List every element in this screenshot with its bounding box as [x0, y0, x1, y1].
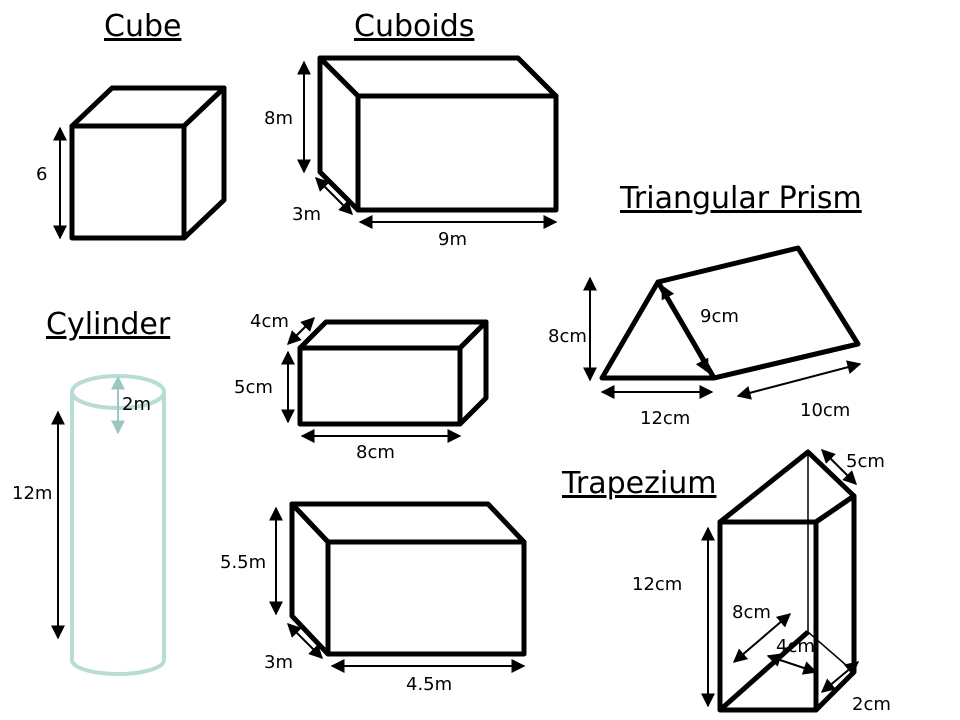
cube-front-face: [69, 123, 187, 241]
cylinder-height-label: 12m: [12, 483, 52, 504]
cuboid-medium-shape: [269, 501, 527, 673]
cuboid-medium-depth-label: 3m: [264, 652, 293, 673]
cuboid-large-front-face: [355, 93, 559, 213]
cuboid-large-depth-label: 3m: [292, 204, 321, 225]
trapezium-bottom-arrow: [820, 661, 860, 693]
cuboid-small-depth-label: 4cm: [250, 311, 289, 332]
trapezium-bottom-label: 2cm: [852, 694, 891, 715]
prism-slant-arrow: [661, 284, 709, 374]
cuboid-medium-top-face: [289, 501, 527, 545]
cube-title: Cube: [104, 9, 181, 44]
trapezium-side-face: [813, 493, 857, 713]
prism-slant-label: 9cm: [700, 306, 739, 327]
cuboid-medium-width-label: 4.5m: [406, 674, 452, 695]
trapezium-bottom-slant: [718, 630, 810, 712]
trapezium-prism-shape: [701, 449, 860, 713]
trapezium-height-label: 12cm: [632, 574, 682, 595]
cylinder-title: Cylinder: [46, 307, 171, 342]
cuboid-medium-height-label: 5.5m: [220, 552, 266, 573]
cuboid-medium-depth-arrow: [287, 623, 323, 659]
cuboid-small-height-label: 5cm: [234, 377, 273, 398]
cuboid-small-shape: [281, 317, 489, 443]
cuboid-large-height-label: 8m: [264, 108, 293, 129]
cuboid-medium-front-face: [325, 539, 527, 657]
triangular-prism-title: Triangular Prism: [619, 181, 862, 216]
trapezium-top-label: 5cm: [846, 451, 885, 472]
triangular-prism-shape: [583, 245, 862, 400]
prism-length-arrow: [736, 360, 862, 400]
cylinder-body: [70, 392, 166, 676]
cuboid-large-width-label: 9m: [438, 229, 467, 250]
trapezium-base-label: 4cm: [776, 636, 815, 657]
trapezium-slant-arrow: [732, 613, 792, 663]
cube-shape: [53, 85, 227, 241]
trapezium-title: Trapezium: [561, 466, 716, 501]
prism-length-label: 10cm: [800, 400, 850, 421]
cuboid-small-depth-arrow: [287, 317, 315, 345]
cylinder-radius-label: 2m: [122, 394, 151, 415]
cuboid-large-shape: [297, 55, 559, 229]
cuboid-large-depth-arrow: [315, 177, 353, 215]
cuboid-small-width-label: 8cm: [356, 442, 395, 463]
trapezium-base-arrow: [766, 653, 818, 675]
cuboids-title: Cuboids: [354, 9, 474, 44]
trapezium-slant-label: 8cm: [732, 602, 771, 623]
cube-side-label: 6: [36, 164, 47, 185]
cuboid-small-front-face: [297, 345, 463, 427]
cylinder-shape: [51, 374, 166, 676]
trapezium-top-arrow: [821, 449, 857, 485]
prism-height-label: 8cm: [548, 326, 587, 347]
cuboid-small-top-face: [297, 319, 489, 351]
prism-base-label: 12cm: [640, 408, 690, 429]
